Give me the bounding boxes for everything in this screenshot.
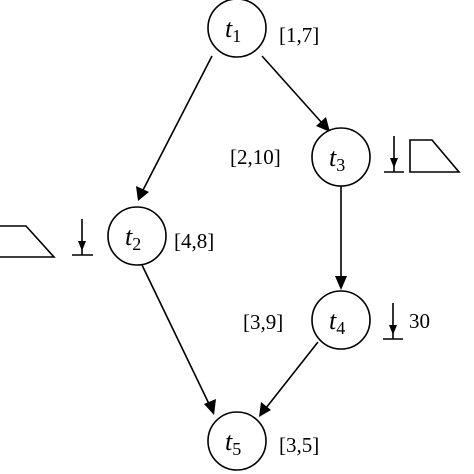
node-t2-label: t2 — [125, 222, 141, 254]
node-t1-interval: [1,7] — [279, 23, 319, 47]
edge-t1-t2-arrowhead — [136, 186, 149, 201]
edge-t1-t2 — [141, 55, 213, 193]
edges — [136, 55, 347, 417]
node-t5: t5 [3,5] — [207, 411, 319, 471]
t2-down-arrow-icon — [72, 219, 93, 256]
node-t3: t3 [2,10] — [230, 127, 371, 187]
node-t2: t2 [4,8] — [107, 206, 214, 266]
edge-t4-t5 — [265, 341, 319, 409]
t4-down-arrow-icon — [383, 303, 403, 340]
node-t3-circle — [311, 127, 371, 187]
node-t3-interval: [2,10] — [230, 145, 281, 169]
node-t5-circle — [207, 411, 267, 471]
node-t4-interval: [3,9] — [243, 310, 283, 334]
edge-t1-t3-arrowhead — [316, 117, 330, 132]
t3-down-arrow-icon — [384, 136, 404, 173]
node-t2-circle — [107, 206, 167, 266]
node-t5-label: t5 — [225, 427, 241, 459]
node-t4-circle — [311, 290, 371, 350]
edge-t2-t5-arrowhead — [204, 399, 216, 415]
node-t1: t1 [1,7] — [207, 0, 319, 58]
edge-t4-t5-arrowhead — [259, 402, 271, 417]
node-t1-circle — [207, 0, 267, 58]
node-t2-interval: [4,8] — [174, 229, 214, 253]
t4-value-label: 30 — [409, 309, 430, 333]
edge-t2-t5 — [141, 264, 211, 407]
t2-ramp-icon — [0, 225, 56, 258]
node-t3-label: t3 — [329, 143, 345, 175]
node-t4-label: t4 — [329, 306, 345, 338]
edge-t1-t3 — [261, 55, 323, 124]
node-t1-label: t1 — [225, 14, 241, 46]
edge-t3-t4-arrowhead — [335, 276, 347, 290]
node-t5-interval: [3,5] — [279, 433, 319, 457]
t3-ramp-icon — [409, 139, 461, 173]
node-t4: t4 [3,9] — [243, 290, 371, 350]
